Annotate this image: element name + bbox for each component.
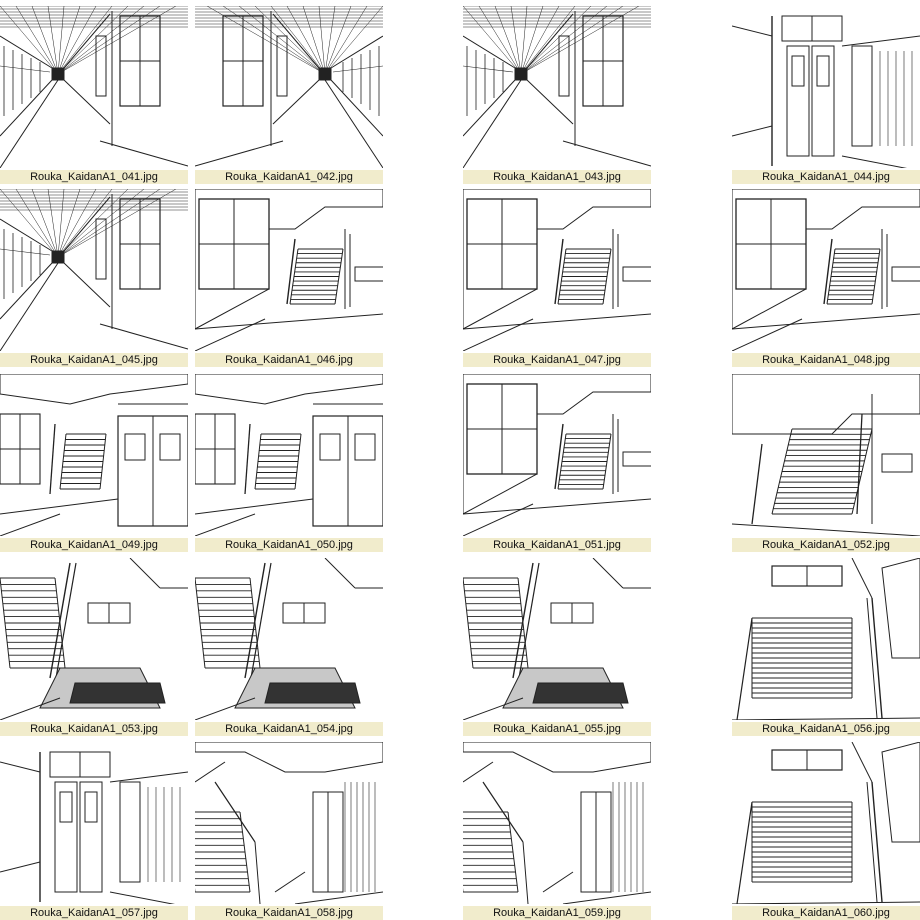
gallery-item[interactable]: Rouka_KaidanA1_043.jpg <box>463 6 651 184</box>
thumbnail-image[interactable] <box>732 742 920 904</box>
gallery-item[interactable]: Rouka_KaidanA1_056.jpg <box>732 558 920 736</box>
thumbnail-image[interactable] <box>0 374 188 536</box>
gallery-item[interactable]: Rouka_KaidanA1_055.jpg <box>463 558 651 736</box>
gallery-item[interactable]: Rouka_KaidanA1_051.jpg <box>463 374 651 552</box>
thumbnail-image[interactable] <box>0 742 188 904</box>
filename-label[interactable]: Rouka_KaidanA1_043.jpg <box>463 170 651 184</box>
thumbnail-image[interactable] <box>732 558 920 720</box>
thumbnail-image[interactable] <box>0 6 188 168</box>
filename-label[interactable]: Rouka_KaidanA1_046.jpg <box>195 353 383 367</box>
filename-label[interactable]: Rouka_KaidanA1_057.jpg <box>0 906 188 920</box>
thumbnail-image[interactable] <box>0 189 188 351</box>
gallery-item[interactable]: Rouka_KaidanA1_052.jpg <box>732 374 920 552</box>
filename-label[interactable]: Rouka_KaidanA1_047.jpg <box>463 353 651 367</box>
gallery-item[interactable]: Rouka_KaidanA1_048.jpg <box>732 189 920 367</box>
thumbnail-image[interactable] <box>195 6 383 168</box>
thumbnail-image[interactable] <box>732 189 920 351</box>
thumbnail-image[interactable] <box>463 742 651 904</box>
filename-label[interactable]: Rouka_KaidanA1_048.jpg <box>732 353 920 367</box>
gallery-item[interactable]: Rouka_KaidanA1_047.jpg <box>463 189 651 367</box>
filename-label[interactable]: Rouka_KaidanA1_045.jpg <box>0 353 188 367</box>
filename-label[interactable]: Rouka_KaidanA1_052.jpg <box>732 538 920 552</box>
gallery-item[interactable]: Rouka_KaidanA1_049.jpg <box>0 374 188 552</box>
gallery-item[interactable]: Rouka_KaidanA1_059.jpg <box>463 742 651 920</box>
thumbnail-image[interactable] <box>732 6 920 168</box>
filename-label[interactable]: Rouka_KaidanA1_055.jpg <box>463 722 651 736</box>
gallery-item[interactable]: Rouka_KaidanA1_045.jpg <box>0 189 188 367</box>
gallery-item[interactable]: Rouka_KaidanA1_041.jpg <box>0 6 188 184</box>
thumbnail-image[interactable] <box>463 189 651 351</box>
thumbnail-image[interactable] <box>195 189 383 351</box>
gallery-item[interactable]: Rouka_KaidanA1_053.jpg <box>0 558 188 736</box>
filename-label[interactable]: Rouka_KaidanA1_044.jpg <box>732 170 920 184</box>
filename-label[interactable]: Rouka_KaidanA1_056.jpg <box>732 722 920 736</box>
filename-label[interactable]: Rouka_KaidanA1_059.jpg <box>463 906 651 920</box>
gallery-item[interactable]: Rouka_KaidanA1_042.jpg <box>195 6 383 184</box>
thumbnail-image[interactable] <box>195 558 383 720</box>
thumbnail-image[interactable] <box>0 558 188 720</box>
filename-label[interactable]: Rouka_KaidanA1_051.jpg <box>463 538 651 552</box>
filename-label[interactable]: Rouka_KaidanA1_042.jpg <box>195 170 383 184</box>
thumbnail-image[interactable] <box>463 6 651 168</box>
gallery-item[interactable]: Rouka_KaidanA1_054.jpg <box>195 558 383 736</box>
gallery-item[interactable]: Rouka_KaidanA1_046.jpg <box>195 189 383 367</box>
gallery-item[interactable]: Rouka_KaidanA1_050.jpg <box>195 374 383 552</box>
filename-label[interactable]: Rouka_KaidanA1_050.jpg <box>195 538 383 552</box>
filename-label[interactable]: Rouka_KaidanA1_058.jpg <box>195 906 383 920</box>
filename-label[interactable]: Rouka_KaidanA1_054.jpg <box>195 722 383 736</box>
thumbnail-image[interactable] <box>463 558 651 720</box>
gallery-item[interactable]: Rouka_KaidanA1_057.jpg <box>0 742 188 920</box>
thumbnail-image[interactable] <box>463 374 651 536</box>
filename-label[interactable]: Rouka_KaidanA1_060.jpg <box>732 906 920 920</box>
gallery-item[interactable]: Rouka_KaidanA1_060.jpg <box>732 742 920 920</box>
thumbnail-image[interactable] <box>732 374 920 536</box>
filename-label[interactable]: Rouka_KaidanA1_041.jpg <box>0 170 188 184</box>
gallery-item[interactable]: Rouka_KaidanA1_058.jpg <box>195 742 383 920</box>
gallery-item[interactable]: Rouka_KaidanA1_044.jpg <box>732 6 920 184</box>
filename-label[interactable]: Rouka_KaidanA1_053.jpg <box>0 722 188 736</box>
thumbnail-image[interactable] <box>195 742 383 904</box>
thumbnail-image[interactable] <box>195 374 383 536</box>
filename-label[interactable]: Rouka_KaidanA1_049.jpg <box>0 538 188 552</box>
